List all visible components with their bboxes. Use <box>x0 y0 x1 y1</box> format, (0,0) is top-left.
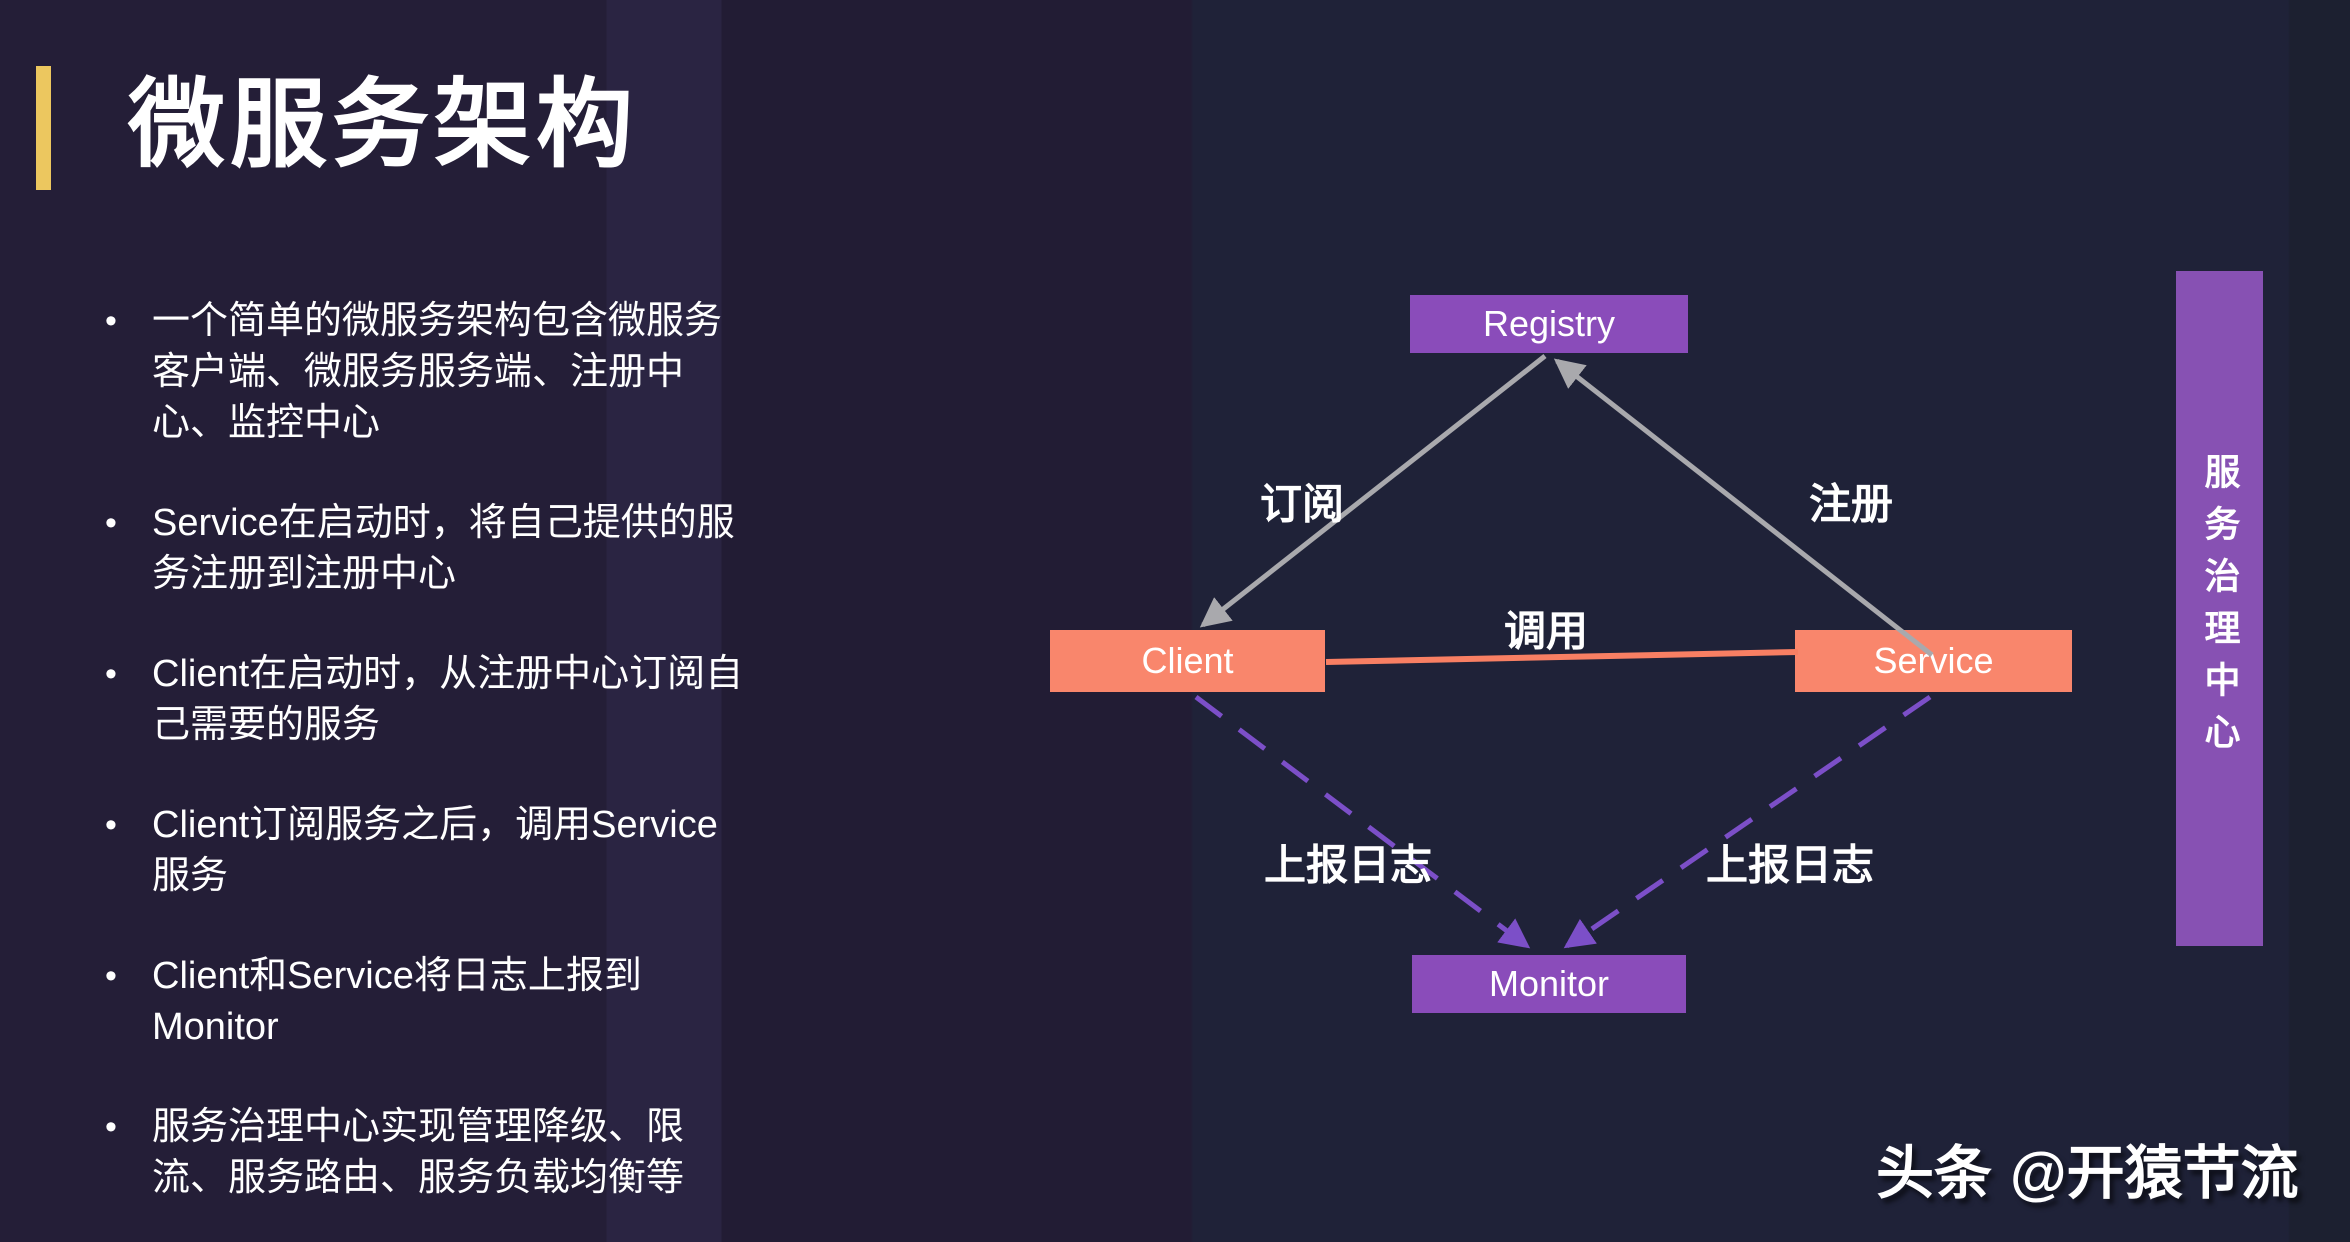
list-item: • Client在启动时，从注册中心订阅自 己需要的服务 <box>105 649 743 751</box>
edge-label-report-right: 上报日志 <box>1705 841 1875 889</box>
title-accent-bar <box>36 66 51 190</box>
bullet-list: • 一个简单的微服务架构包含微服务 客户端、微服务服务端、注册中 心、监控中心 … <box>105 296 743 1204</box>
edge-label-report-left: 上报日志 <box>1263 841 1433 889</box>
bullet-dot-icon: • <box>105 504 117 542</box>
watermark-brand: 头条 <box>1876 1141 1993 1206</box>
bullet-dot-icon: • <box>105 806 117 844</box>
edge-subscribe-arrow <box>1199 354 1547 628</box>
bullet-line: 心、监控中心 <box>152 402 381 444</box>
bullet-line: Client在启动时，从注册中心订阅自 <box>152 653 744 695</box>
bullet-line: 客户端、微服务服务端、注册中 <box>152 351 685 393</box>
list-item: • Client和Service将日志上报到 Monitor <box>105 951 743 1053</box>
watermark: 头条 @开猿节流 <box>1876 1126 2299 1210</box>
node-service: Service <box>1795 630 2072 692</box>
governance-center-label: 服务治理中心 <box>2199 452 2241 765</box>
bullet-text: Service在启动时，将自己提供的服 务注册到注册中心 <box>152 498 735 600</box>
list-item: • Service在启动时，将自己提供的服 务注册到注册中心 <box>105 498 743 600</box>
node-monitor: Monitor <box>1412 955 1686 1013</box>
edge-report-left-arrow <box>1194 695 1531 949</box>
watermark-handle: @开猿节流 <box>2010 1141 2299 1206</box>
bullet-text: 一个简单的微服务架构包含微服务 客户端、微服务服务端、注册中 心、监控中心 <box>152 296 722 449</box>
bullet-text: Client和Service将日志上报到 Monitor <box>152 951 642 1053</box>
list-item: • Client订阅服务之后，调用Service 服务 <box>105 800 743 902</box>
bullet-line: Service在启动时，将自己提供的服 <box>152 502 735 544</box>
edge-label-invoke: 调用 <box>1503 607 1589 655</box>
bullet-line: 服务 <box>152 855 229 897</box>
list-item: • 一个简单的微服务架构包含微服务 客户端、微服务服务端、注册中 心、监控中心 <box>105 296 743 449</box>
bullet-dot-icon: • <box>105 1108 117 1146</box>
edge-report-right-arrow <box>1563 694 1932 949</box>
list-item: • 服务治理中心实现管理降级、限 流、服务路由、服务负载均衡等 <box>105 1102 743 1204</box>
bullet-line: 流、服务路由、服务负载均衡等 <box>152 1157 685 1199</box>
bullet-line: Monitor <box>152 1006 279 1048</box>
bullet-dot-icon: • <box>105 957 117 995</box>
node-client: Client <box>1050 630 1325 692</box>
bullet-line: 服务治理中心实现管理降级、限 <box>152 1106 685 1148</box>
bullet-text: Client在启动时，从注册中心订阅自 己需要的服务 <box>152 649 743 751</box>
bullet-line: 己需要的服务 <box>152 704 381 746</box>
bullet-dot-icon: • <box>105 655 117 693</box>
edge-label-subscribe: 订阅 <box>1259 480 1345 528</box>
bullet-line: Client和Service将日志上报到 <box>152 955 642 997</box>
node-registry: Registry <box>1410 295 1688 353</box>
governance-center-bar: 服务治理中心 <box>2176 271 2263 946</box>
edge-label-register: 注册 <box>1808 480 1894 528</box>
page-title: 微服务架构 <box>128 70 638 179</box>
bullet-line: 务注册到注册中心 <box>152 553 457 595</box>
bullet-text: 服务治理中心实现管理降级、限 流、服务路由、服务负载均衡等 <box>152 1102 684 1204</box>
bullet-text: Client订阅服务之后，调用Service 服务 <box>152 800 718 902</box>
bullet-dot-icon: • <box>105 302 117 340</box>
bullet-line: 一个简单的微服务架构包含微服务 <box>152 300 723 342</box>
bullet-line: Client订阅服务之后，调用Service <box>152 804 718 846</box>
